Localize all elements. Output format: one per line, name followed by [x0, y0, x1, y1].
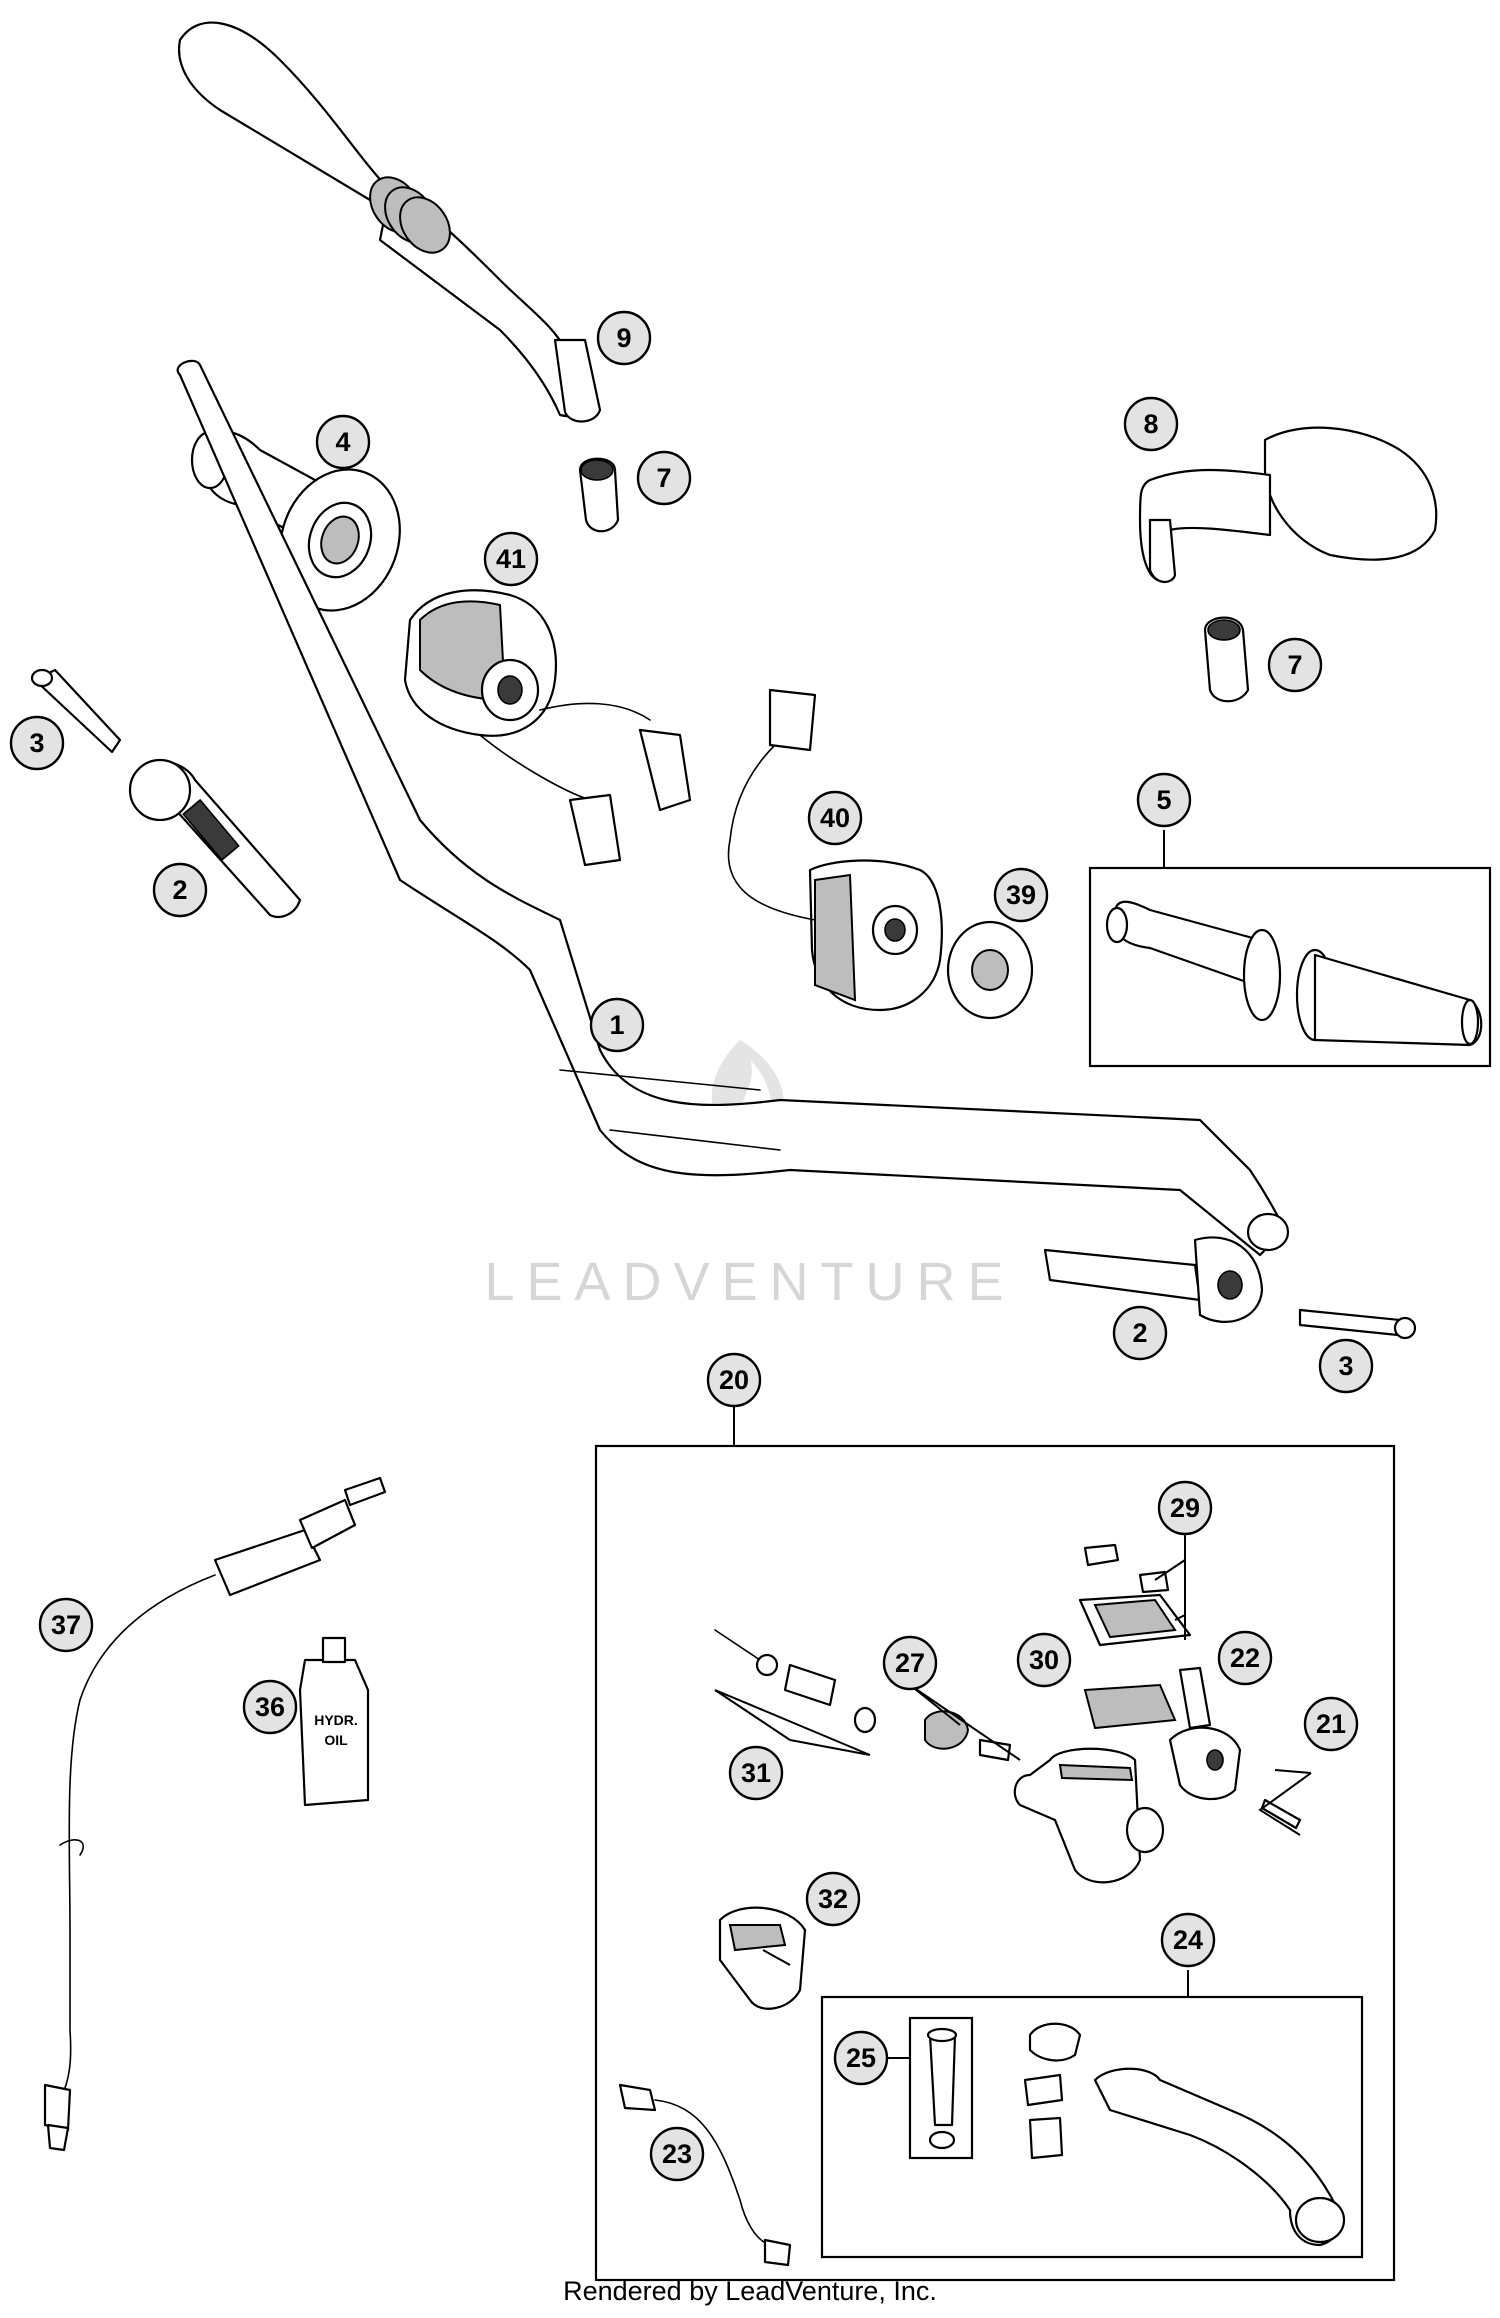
svg-text:25: 25 — [846, 2043, 876, 2073]
svg-text:41: 41 — [496, 544, 526, 574]
svg-text:3: 3 — [1338, 1351, 1353, 1381]
part-adapter-right — [1203, 616, 1250, 703]
svg-text:23: 23 — [662, 2139, 692, 2169]
svg-text:27: 27 — [895, 1648, 925, 1678]
callout-39: 39 — [993, 867, 1049, 923]
callout-2-left: 2 — [152, 862, 208, 918]
part-master-cylinder-box — [594, 1444, 1396, 2282]
part-washer — [946, 920, 1034, 1020]
bottle-label-line2: OIL — [324, 1732, 348, 1748]
callout-7-right: 7 — [1267, 637, 1323, 693]
part-bar-end-right — [1043, 1236, 1264, 1323]
svg-text:37: 37 — [51, 1610, 81, 1640]
callout-9: 9 — [596, 310, 652, 366]
callout-8: 8 — [1123, 396, 1179, 452]
leaders — [714, 830, 1312, 2059]
callout-31: 31 — [728, 1745, 784, 1801]
part-oil-bottle: HYDR. OIL — [298, 1636, 370, 1807]
svg-text:2: 2 — [1132, 1318, 1147, 1348]
part-switch-left — [403, 589, 692, 867]
part-mirror-right — [1138, 426, 1438, 583]
callout-29: 29 — [1157, 1480, 1213, 1536]
svg-text:4: 4 — [335, 427, 350, 457]
svg-text:36: 36 — [255, 1692, 285, 1722]
footer-credit: Rendered by LeadVenture, Inc. — [563, 2276, 937, 2306]
bottle-label-line1: HYDR. — [314, 1712, 358, 1728]
svg-text:8: 8 — [1143, 409, 1158, 439]
svg-text:5: 5 — [1156, 785, 1171, 815]
svg-text:31: 31 — [741, 1758, 771, 1788]
callout-25: 25 — [833, 2030, 889, 2086]
svg-text:9: 9 — [616, 323, 631, 353]
svg-text:30: 30 — [1029, 1645, 1059, 1675]
part-bolt-right — [1298, 1308, 1417, 1340]
part-adapter-top — [578, 457, 620, 533]
callout-24: 24 — [1160, 1912, 1216, 1968]
callout-3-left: 3 — [9, 715, 65, 771]
callout-7-top: 7 — [636, 450, 692, 506]
callout-1: 1 — [589, 997, 645, 1053]
part-handlebar — [176, 359, 1290, 1257]
callout-21: 21 — [1303, 1696, 1359, 1752]
callout-27: 27 — [882, 1635, 938, 1691]
part-mirror-left — [177, 21, 602, 423]
svg-text:7: 7 — [1287, 650, 1302, 680]
callout-30: 30 — [1016, 1632, 1072, 1688]
svg-text:40: 40 — [820, 803, 850, 833]
callout-40: 40 — [807, 790, 863, 846]
callout-41: 41 — [483, 531, 539, 587]
callout-32: 32 — [805, 1871, 861, 1927]
callout-37: 37 — [38, 1597, 94, 1653]
svg-text:39: 39 — [1006, 880, 1036, 910]
callout-23: 23 — [649, 2126, 705, 2182]
svg-text:2: 2 — [172, 875, 187, 905]
part-switch-right — [727, 688, 943, 1012]
svg-text:21: 21 — [1316, 1709, 1346, 1739]
callout-2-right: 2 — [1112, 1305, 1168, 1361]
svg-text:7: 7 — [656, 463, 671, 493]
part-bar-end-left — [128, 758, 302, 918]
callout-4: 4 — [315, 414, 371, 470]
part-bolt-left — [30, 668, 122, 754]
svg-text:3: 3 — [29, 728, 44, 758]
watermark-text: LEADVENTURE — [484, 1252, 1015, 1312]
svg-text:29: 29 — [1170, 1493, 1200, 1523]
svg-text:22: 22 — [1230, 1643, 1260, 1673]
callout-3-right: 3 — [1318, 1338, 1374, 1394]
callout-5: 5 — [1136, 772, 1192, 828]
svg-text:20: 20 — [719, 1365, 749, 1395]
svg-text:1: 1 — [609, 1010, 624, 1040]
svg-text:24: 24 — [1173, 1925, 1203, 1955]
callout-20: 20 — [706, 1352, 762, 1408]
part-grips-box — [1088, 866, 1492, 1068]
callout-22: 22 — [1217, 1630, 1273, 1686]
part-brake-line — [43, 1476, 387, 2152]
callout-36: 36 — [242, 1679, 298, 1735]
svg-text:32: 32 — [818, 1884, 848, 1914]
